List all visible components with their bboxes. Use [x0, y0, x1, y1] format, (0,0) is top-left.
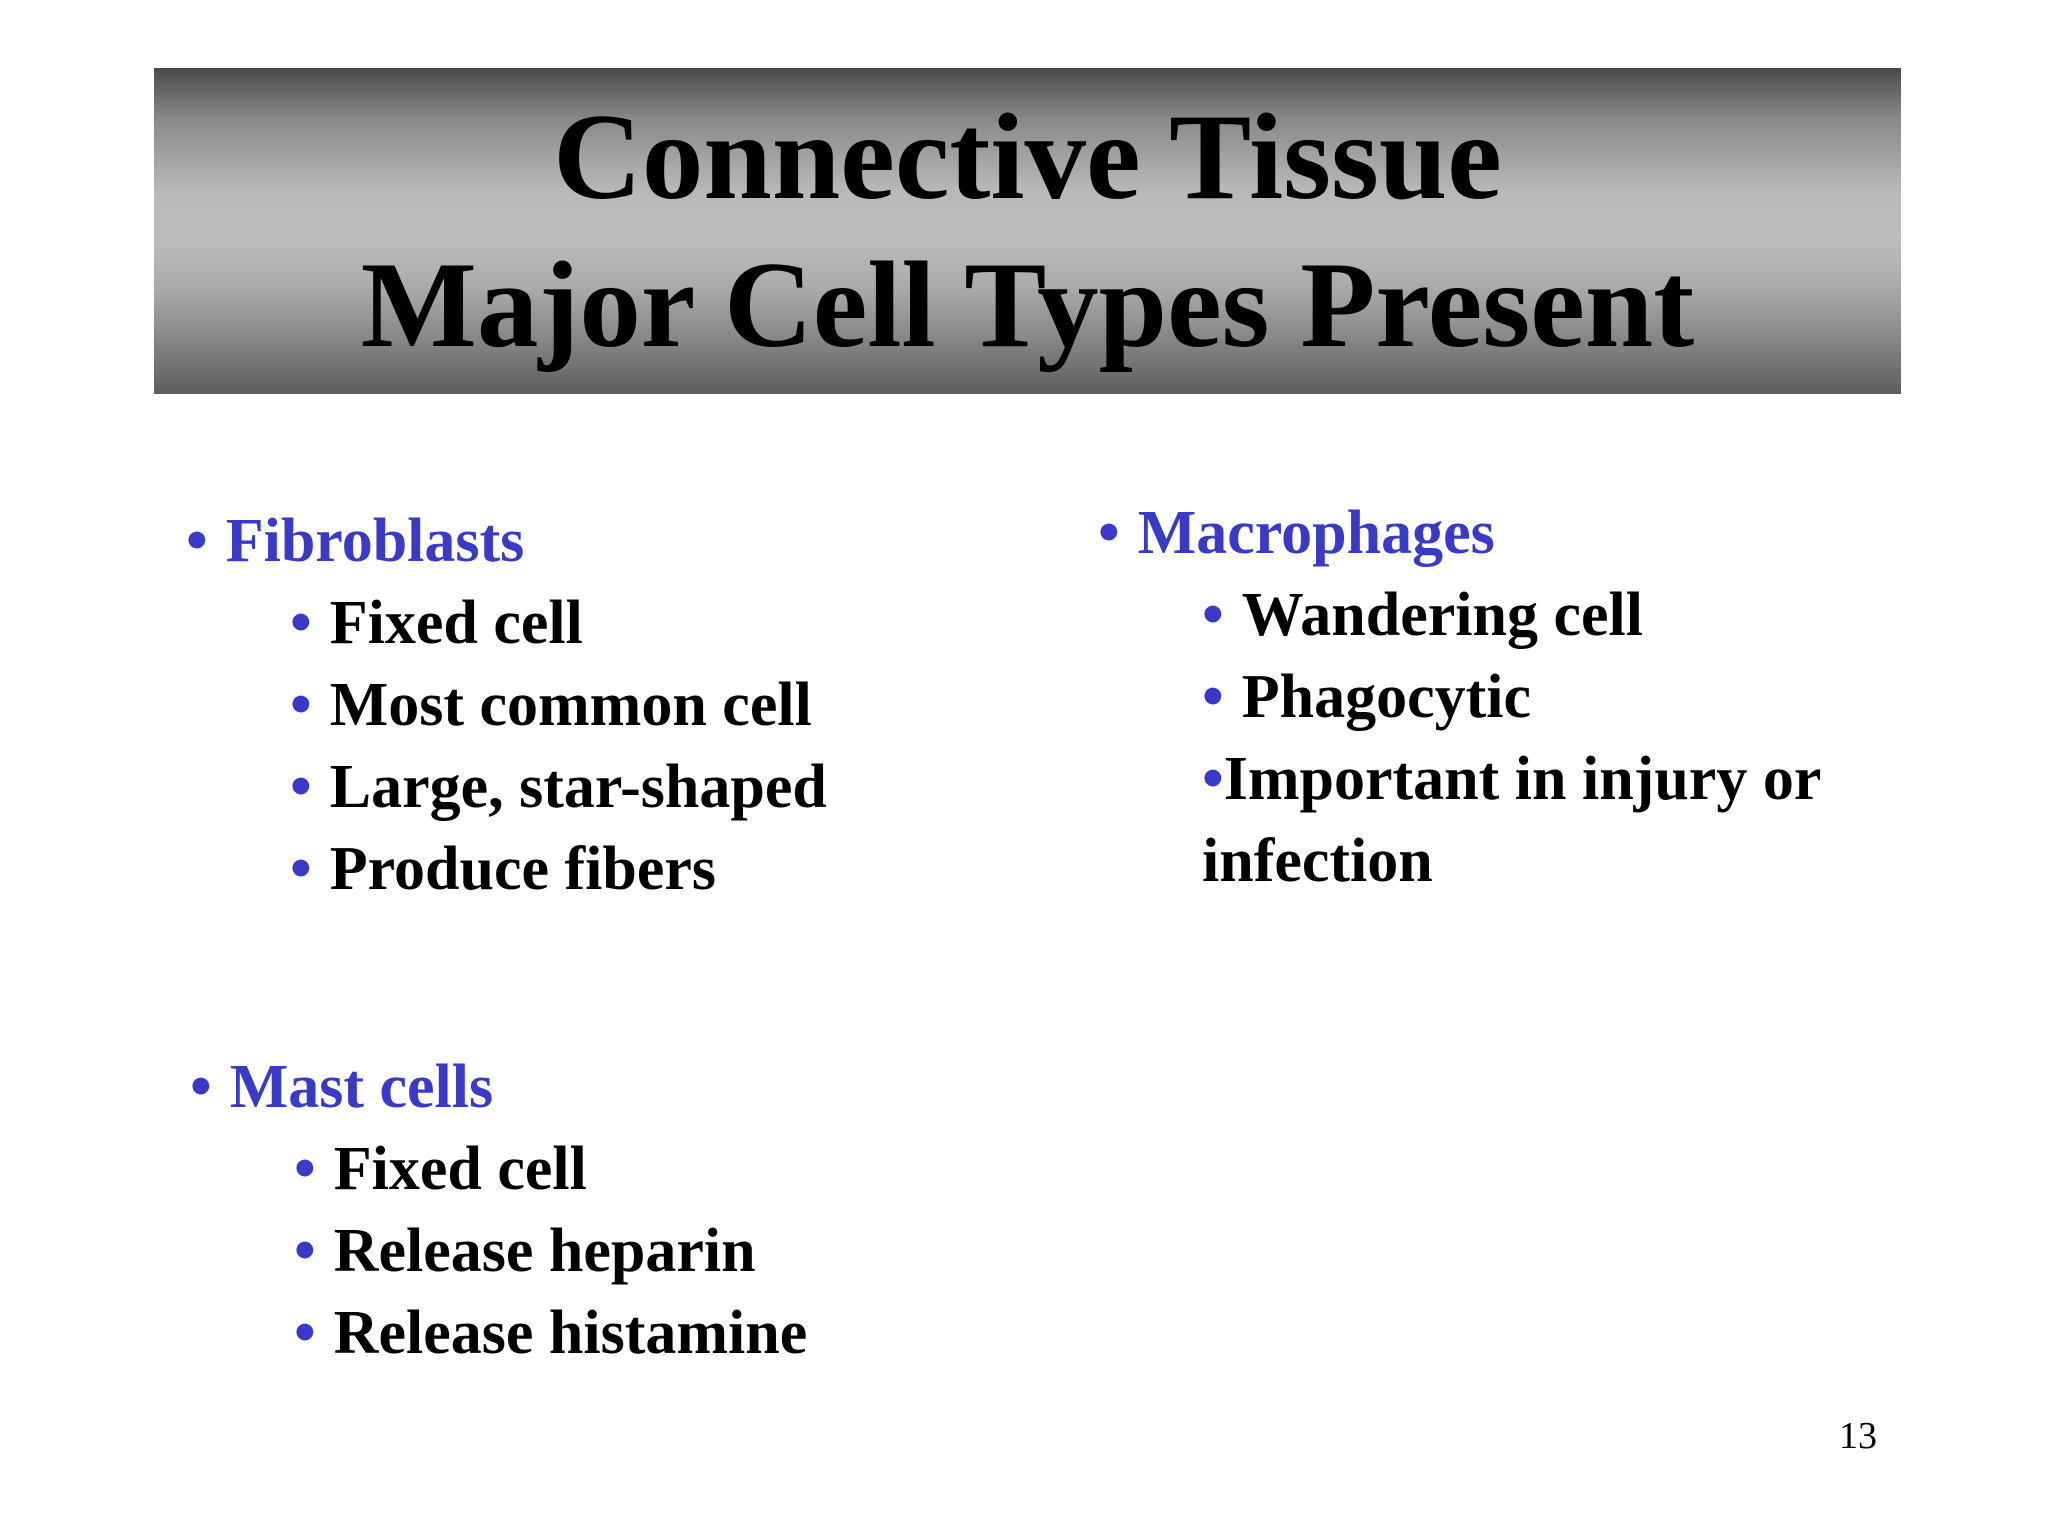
bullet-icon: • [1202, 581, 1224, 649]
bullet-icon: • [1098, 499, 1120, 567]
bullet-icon: • [294, 1135, 316, 1203]
slide-title-line-1: Connective Tissue [553, 88, 1502, 225]
bullet-icon: • [1202, 745, 1224, 813]
bullet-icon: • [294, 1299, 316, 1367]
item-label: Release histamine [333, 1299, 808, 1367]
fibroblasts-heading: •Fibroblasts [186, 500, 827, 582]
bullet-icon: • [290, 835, 312, 903]
list-item: •Release heparin [190, 1210, 807, 1292]
macrophages-section: •Macrophages •Wandering cell •Phagocytic… [1098, 492, 1962, 902]
heading-label: Fibroblasts [225, 507, 525, 575]
list-item: •Fixed cell [190, 1128, 807, 1210]
item-label: Large, star-shaped [329, 753, 827, 821]
bullet-icon: • [294, 1217, 316, 1285]
bullet-icon: • [190, 1053, 212, 1121]
list-item: •Phagocytic [1098, 656, 1962, 738]
heading-label: Macrophages [1137, 499, 1495, 567]
list-item: •Important in injury or infection [1098, 738, 1962, 902]
list-item: •Release histamine [190, 1292, 807, 1374]
item-label: Fixed cell [329, 589, 583, 657]
bullet-icon: • [290, 753, 312, 821]
fibroblasts-section: •Fibroblasts •Fixed cell •Most common ce… [186, 500, 827, 910]
mast-cells-heading: •Mast cells [190, 1046, 807, 1128]
list-item: •Fixed cell [186, 582, 827, 664]
list-item: •Wandering cell [1098, 574, 1962, 656]
bullet-icon: • [290, 671, 312, 739]
item-label: Important in injury or infection [1202, 745, 1821, 895]
bullet-icon: • [1202, 663, 1224, 731]
heading-label: Mast cells [229, 1053, 494, 1121]
bullet-icon: • [186, 507, 208, 575]
macrophages-heading: •Macrophages [1098, 492, 1962, 574]
list-item: •Most common cell [186, 664, 827, 746]
mast-cells-section: •Mast cells •Fixed cell •Release heparin… [190, 1046, 807, 1374]
item-label: Most common cell [329, 671, 812, 739]
bullet-icon: • [290, 589, 312, 657]
page-number: 13 [1839, 1415, 1877, 1457]
item-label: Phagocytic [1241, 663, 1531, 731]
item-label: Wandering cell [1241, 581, 1643, 649]
list-item: •Produce fibers [186, 828, 827, 910]
item-label: Produce fibers [329, 835, 717, 903]
title-banner: Connective Tissue Major Cell Types Prese… [154, 68, 1901, 394]
slide-title-line-2: Major Cell Types Present [360, 236, 1695, 373]
list-item: •Large, star-shaped [186, 746, 827, 828]
item-label: Fixed cell [333, 1135, 587, 1203]
item-label: Release heparin [333, 1217, 756, 1285]
